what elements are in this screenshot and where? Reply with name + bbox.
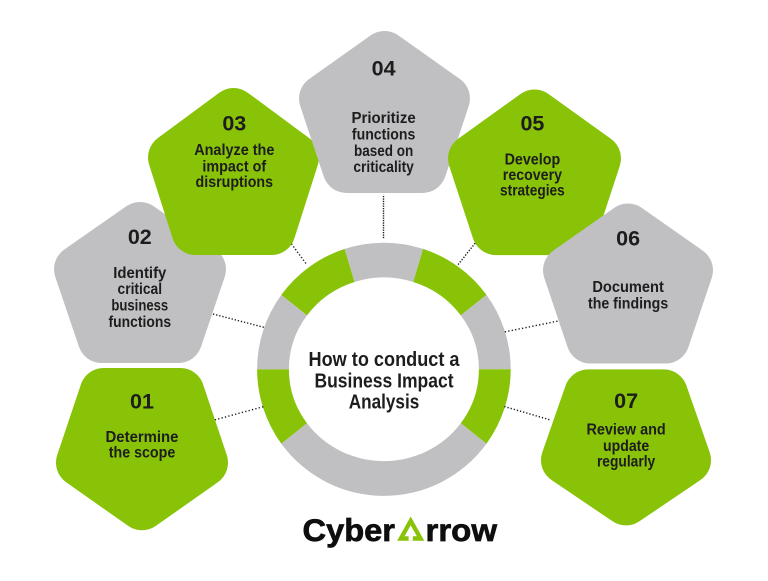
svg-text:05: 05 xyxy=(520,111,544,135)
svg-text:Determine: Determine xyxy=(106,429,179,446)
svg-text:functions: functions xyxy=(109,314,172,331)
svg-text:business: business xyxy=(111,298,168,315)
svg-text:strategies: strategies xyxy=(500,183,565,200)
svg-text:Prioritize: Prioritize xyxy=(352,110,417,127)
svg-text:criticality: criticality xyxy=(353,159,414,176)
svg-text:rrow: rrow xyxy=(426,512,498,548)
svg-text:disruptions: disruptions xyxy=(196,174,274,191)
svg-text:update: update xyxy=(603,438,650,455)
svg-text:the scope: the scope xyxy=(109,445,176,462)
svg-text:the findings: the findings xyxy=(588,295,668,312)
svg-text:How to conduct a: How to conduct a xyxy=(309,348,460,371)
svg-text:Develop: Develop xyxy=(505,152,561,169)
svg-text:Review and: Review and xyxy=(586,422,665,439)
svg-text:impact of: impact of xyxy=(202,159,267,176)
svg-text:Document: Document xyxy=(592,279,664,296)
svg-text:regularly: regularly xyxy=(597,454,656,471)
svg-text:01: 01 xyxy=(130,390,154,414)
svg-text:functions: functions xyxy=(352,127,415,144)
svg-text:06: 06 xyxy=(616,227,640,251)
svg-text:04: 04 xyxy=(372,56,396,80)
svg-text:07: 07 xyxy=(614,389,638,413)
svg-text:Business Impact: Business Impact xyxy=(314,369,453,392)
svg-text:Identify: Identify xyxy=(113,265,167,282)
svg-text:02: 02 xyxy=(128,225,152,249)
svg-text:Analyze the: Analyze the xyxy=(194,142,275,159)
svg-text:critical: critical xyxy=(118,281,163,298)
svg-text:Cyber: Cyber xyxy=(303,512,396,548)
svg-text:recovery: recovery xyxy=(503,167,563,184)
svg-text:03: 03 xyxy=(222,112,246,136)
svg-text:based on: based on xyxy=(354,143,413,160)
svg-text:Analysis: Analysis xyxy=(349,391,420,414)
